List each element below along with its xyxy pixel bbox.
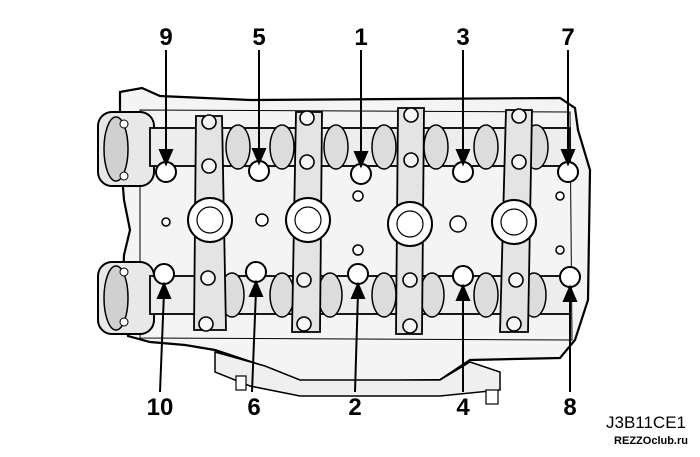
bolt-label-2: 2 [348,394,362,421]
bolt-label-1: 1 [354,24,368,51]
watermark: REZZOclub.ru [614,435,688,447]
bolt-label-4: 4 [456,394,470,421]
spark-plug-bores [187,197,537,247]
front-cam-end-upper [97,111,155,187]
bolt-label-6: 6 [247,394,261,421]
bolt-label-9: 9 [159,24,173,51]
front-cam-end-lower [97,261,155,335]
leader-lines [156,50,578,393]
bolt-label-3: 3 [456,24,470,51]
figure-code: J3B11CE1 [605,413,686,432]
bolt-label-7: 7 [561,24,575,51]
bolt-label-10: 10 [146,394,174,421]
upper-cam-lobes [225,124,549,170]
cap-bolts [198,107,527,334]
bolt-label-8: 8 [563,394,577,421]
bolt-label-5: 5 [252,24,266,51]
